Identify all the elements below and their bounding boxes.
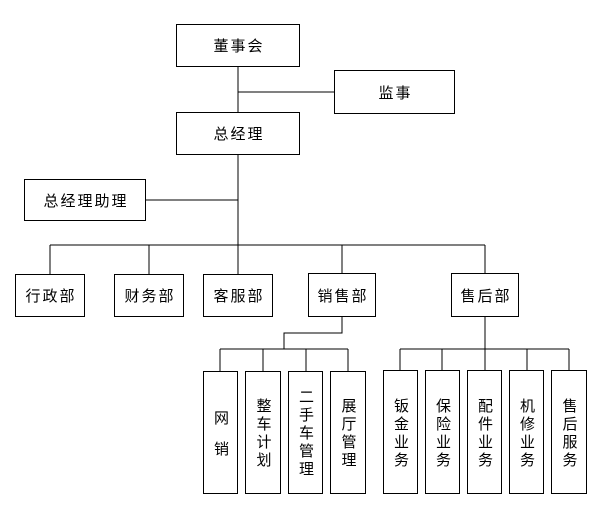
node-aftersales-dept: 售后部 [451, 273, 519, 317]
node-parts-business: 配件业务 [467, 370, 502, 494]
node-sales-dept: 销售部 [308, 273, 376, 317]
node-mechanical-repair-business: 机修业务 [509, 370, 544, 494]
node-general-manager: 总经理 [176, 112, 300, 155]
node-online-sales: 网销 [203, 371, 238, 494]
node-vehicle-planning: 整车计划 [245, 371, 281, 494]
node-supervisor: 监事 [334, 70, 455, 114]
node-finance-dept: 财务部 [114, 274, 184, 317]
node-used-car-management: 二手车管理 [288, 371, 323, 494]
node-insurance-business: 保险业务 [425, 370, 460, 494]
node-admin-dept: 行政部 [15, 274, 85, 317]
node-customer-service-dept: 客服部 [203, 274, 273, 317]
node-sheet-metal-business: 钣金业务 [383, 370, 418, 494]
node-gm-assistant: 总经理助理 [24, 179, 146, 221]
node-aftersales-service: 售后服务 [551, 370, 587, 494]
node-board-of-directors: 董事会 [176, 24, 300, 67]
node-showroom-management: 展厅管理 [330, 371, 366, 494]
